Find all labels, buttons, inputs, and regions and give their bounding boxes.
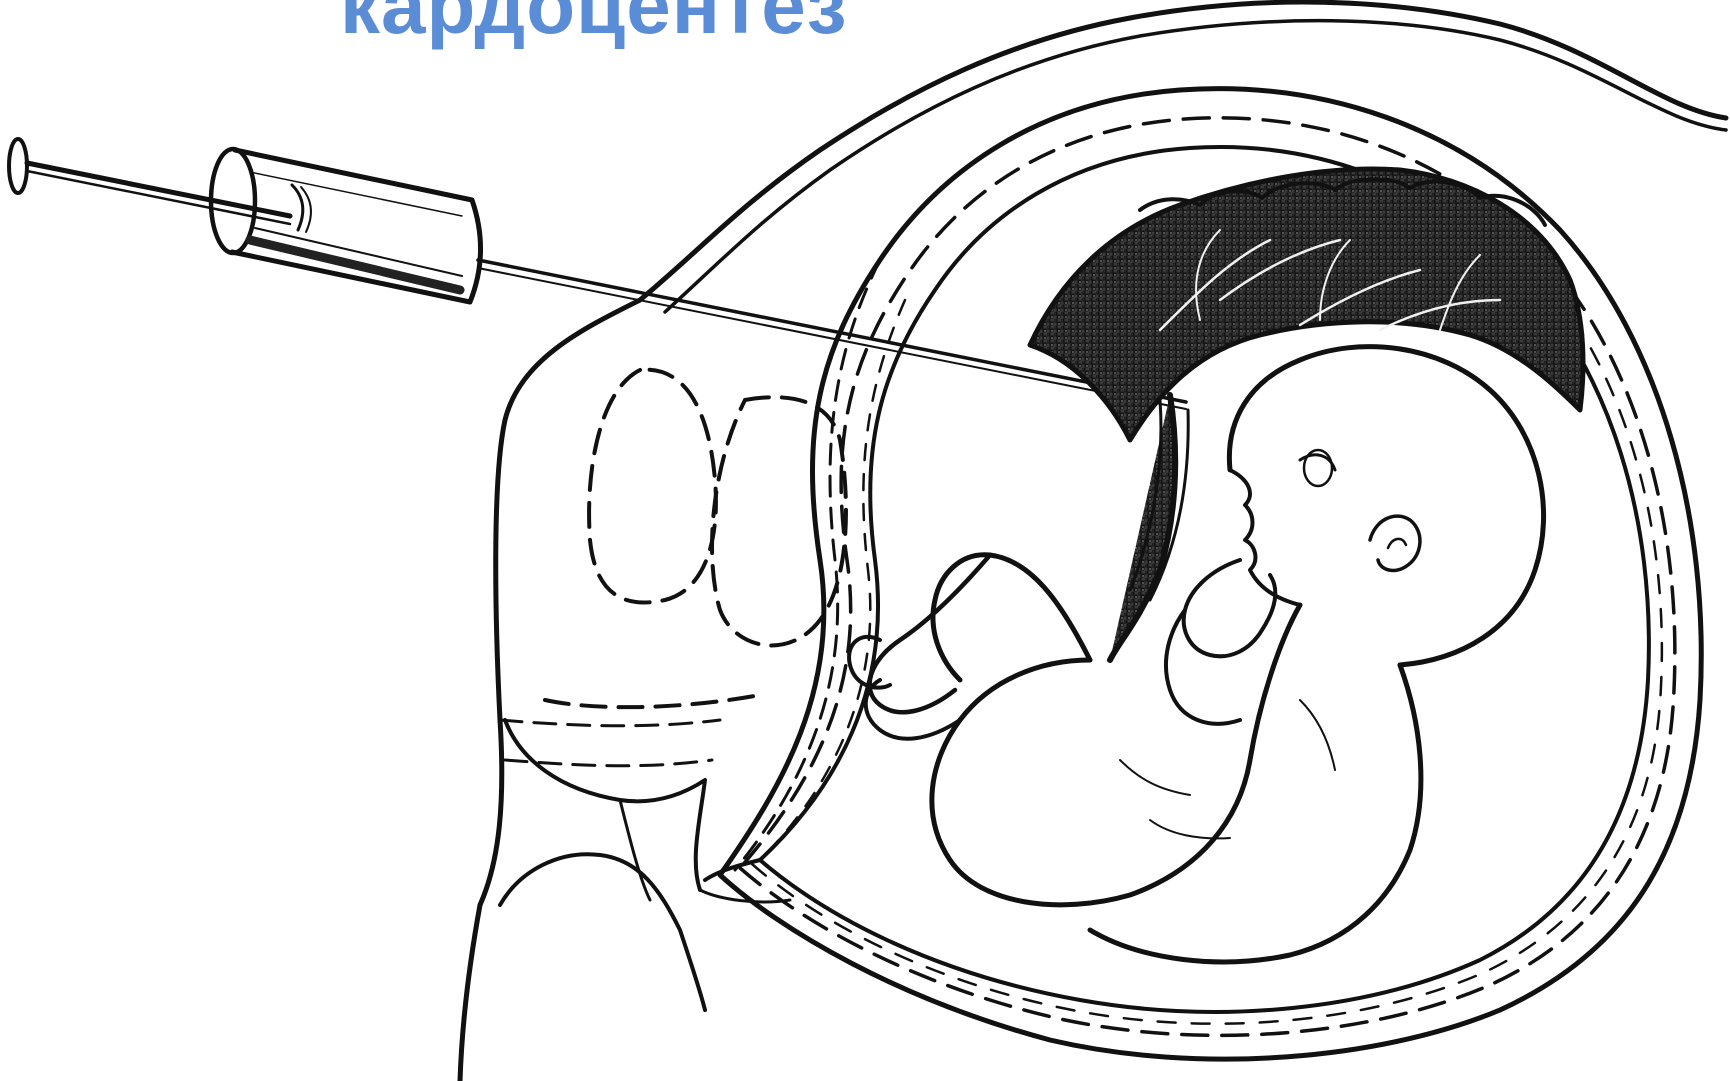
syringe-barrel [232,150,481,302]
syringe-icon [9,139,1186,409]
intestine-loops [545,370,846,707]
fetus [849,347,1544,962]
plunger-knob [9,139,27,193]
abdominal-wall [460,2,1726,1081]
fetus-head [1229,347,1543,665]
